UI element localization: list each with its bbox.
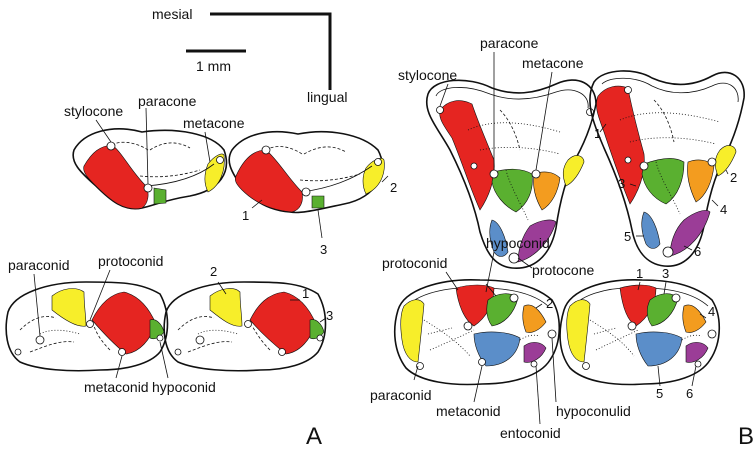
- lower-b-number-1: 1: [636, 266, 643, 281]
- panel-b-lower-labels: protoconid hypoconid paraconid metaconid…: [370, 235, 715, 441]
- lower-a-number-3: 3: [326, 308, 333, 323]
- scale-bar-label: 1 mm: [196, 58, 231, 74]
- lingual-label: lingual: [307, 89, 347, 105]
- lower-b-number-2-text: 2: [546, 296, 553, 311]
- hypoconid-b-label: hypoconid: [486, 235, 550, 251]
- panel-a-upper-tooth-1: [72, 128, 228, 210]
- upper-b-number-6: 6: [694, 244, 701, 259]
- panel-b-upper-tooth-2: [589, 70, 745, 267]
- stylocone-label: stylocone: [64, 103, 123, 119]
- panel-b-upper-tooth-1: [425, 79, 597, 269]
- panel-b-lower-tooth-1: [393, 279, 561, 386]
- lower-a-number-1: 1: [302, 286, 309, 301]
- panel-a-lower-tooth-2: [163, 281, 327, 372]
- lower-b-number-4: 4: [708, 304, 715, 319]
- panel-a-lower-labels: paraconid protoconid metaconid hypoconid…: [8, 253, 333, 395]
- orientation-indicator: mesial lingual: [152, 6, 347, 105]
- panel-a-upper-labels: stylocone paracone metacone 1 2 3: [64, 93, 397, 257]
- upper-b-number-2: 2: [730, 170, 737, 185]
- panel-a-lower-tooth-1: [5, 281, 169, 372]
- panel-b-lower-tooth-2: [559, 279, 721, 386]
- panel-a-upper-tooth-2: [228, 130, 385, 214]
- metacone-b-label: metacone: [522, 55, 584, 71]
- upper-a-number-3: 3: [320, 242, 327, 257]
- metaconid-b-label: metaconid: [436, 403, 501, 419]
- protocone-label: protocone: [532, 262, 594, 278]
- paracone-label: paracone: [138, 93, 197, 109]
- panel-a-label: A: [306, 423, 322, 450]
- hypoconulid-label: hypoconulid: [556, 403, 631, 419]
- upper-a-number-1: 1: [242, 208, 249, 223]
- orientation-arrow: [210, 12, 332, 90]
- panel-b-label: B: [738, 423, 754, 450]
- hypoconid-label: hypoconid: [152, 379, 216, 395]
- upper-b-number-1: 1: [594, 126, 601, 141]
- upper-b-number-4: 4: [720, 202, 727, 217]
- entoconid-label: entoconid: [500, 425, 561, 441]
- panel-b-upper-labels: stylocone paracone metacone protocone 1 …: [398, 35, 737, 278]
- lower-b-number-6: 6: [686, 386, 693, 401]
- lower-b-number-5: 5: [656, 386, 663, 401]
- metaconid-label: metaconid: [84, 379, 149, 395]
- scale-bar: 1 mm: [186, 49, 246, 74]
- lower-b-number-3: 3: [662, 266, 669, 281]
- protoconid-label: protoconid: [98, 253, 163, 269]
- stylocone-b-label: stylocone: [398, 67, 457, 83]
- paraconid-b-label: paraconid: [370, 387, 432, 403]
- paraconid-label: paraconid: [8, 257, 70, 273]
- upper-b-number-3: 3: [618, 176, 625, 191]
- upper-a-number-2: 2: [390, 180, 397, 195]
- mesial-label: mesial: [152, 6, 192, 22]
- upper-b-number-5: 5: [624, 229, 631, 244]
- lower-a-number-2: 2: [210, 264, 217, 279]
- protoconid-b-label: protoconid: [382, 255, 447, 271]
- metacone-label: metacone: [183, 115, 245, 131]
- paracone-b-label: paracone: [480, 35, 539, 51]
